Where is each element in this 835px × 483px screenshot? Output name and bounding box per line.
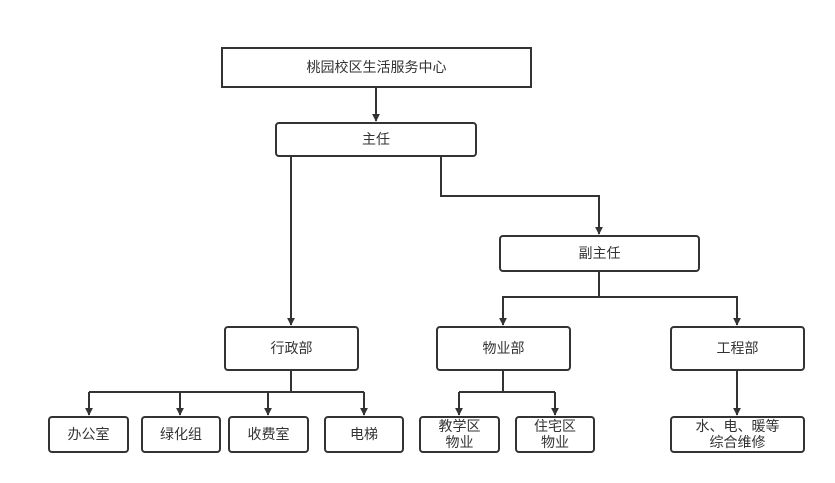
node-root: 桃园校区生活服务中心 bbox=[221, 47, 532, 88]
node-greening: 绿化组 bbox=[141, 416, 221, 453]
edge-deputy-property bbox=[499, 271, 600, 326]
node-engineering-label: 工程部 bbox=[716, 340, 759, 357]
node-engineering: 工程部 bbox=[670, 326, 805, 371]
edge-property-bus bbox=[459, 370, 555, 393]
node-office: 办公室 bbox=[48, 416, 129, 453]
node-deputy: 副主任 bbox=[499, 235, 700, 272]
node-teaching-property: 教学区 物业 bbox=[419, 416, 500, 453]
node-property: 物业部 bbox=[436, 326, 571, 371]
node-billing-label: 收费室 bbox=[247, 426, 290, 443]
node-director: 主任 bbox=[275, 122, 477, 157]
node-deputy-label: 副主任 bbox=[578, 245, 621, 262]
node-director-label: 主任 bbox=[362, 131, 390, 148]
node-teaching-property-label: 教学区 物业 bbox=[438, 419, 481, 451]
node-admin: 行政部 bbox=[224, 326, 359, 371]
node-elevator: 电梯 bbox=[324, 416, 404, 453]
node-root-label: 桃园校区生活服务中心 bbox=[306, 59, 447, 76]
edge-admin-bus bbox=[89, 370, 364, 393]
node-billing: 收费室 bbox=[228, 416, 309, 453]
node-residential-property: 住宅区 物业 bbox=[515, 416, 595, 453]
edge-director-deputy bbox=[440, 156, 603, 235]
edge-deputy-engineering bbox=[599, 296, 741, 326]
node-greening-label: 绿化组 bbox=[160, 426, 202, 443]
node-maintenance: 水、电、暖等 综合维修 bbox=[670, 416, 805, 453]
node-maintenance-label: 水、电、暖等 综合维修 bbox=[695, 419, 780, 451]
node-admin-label: 行政部 bbox=[270, 340, 313, 357]
node-property-label: 物业部 bbox=[482, 340, 525, 357]
node-office-label: 办公室 bbox=[67, 426, 110, 443]
node-residential-property-label: 住宅区 物业 bbox=[534, 419, 576, 451]
node-elevator-label: 电梯 bbox=[350, 426, 378, 443]
